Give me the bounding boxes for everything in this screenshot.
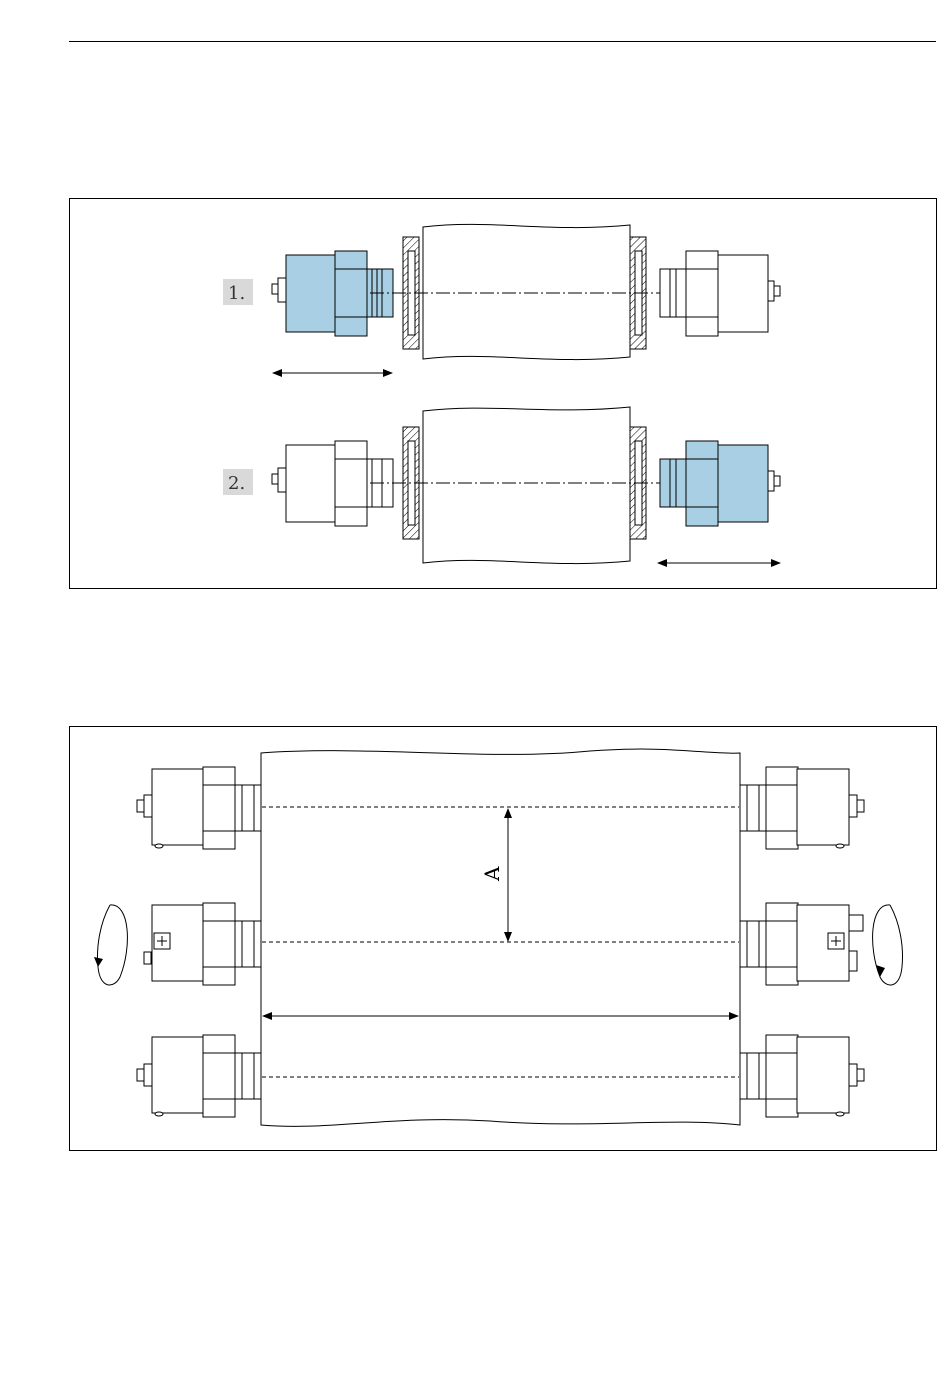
right-sensor-top (740, 767, 864, 849)
figure1-drawing: 1. (70, 199, 936, 588)
pipe-body (261, 749, 740, 1126)
dimension-a-label: A (480, 866, 504, 882)
pipe-section-1 (370, 224, 670, 359)
right-sensor-middle (740, 903, 863, 985)
header-rule (69, 41, 936, 42)
pipe-section-2 (370, 407, 670, 564)
figure2-drawing: A (70, 727, 936, 1150)
left-sensor-bottom (137, 1035, 261, 1117)
step2-row: 2. (223, 407, 780, 564)
left-sensor-middle (144, 903, 261, 985)
right-sensor-highlighted (660, 441, 780, 526)
right-sensor-plain (660, 251, 780, 336)
left-sensor-top (137, 767, 261, 849)
right-sensor-bottom (740, 1035, 864, 1117)
step2-label: 2. (228, 473, 245, 494)
figure-sensor-orientation: A (69, 726, 937, 1151)
figure-sensor-removal-steps: 1. (69, 198, 937, 589)
step1-label: 1. (228, 283, 245, 304)
step1-row: 1. (223, 224, 780, 373)
rotate-right-icon (873, 905, 903, 985)
rotate-left-icon (94, 905, 127, 985)
